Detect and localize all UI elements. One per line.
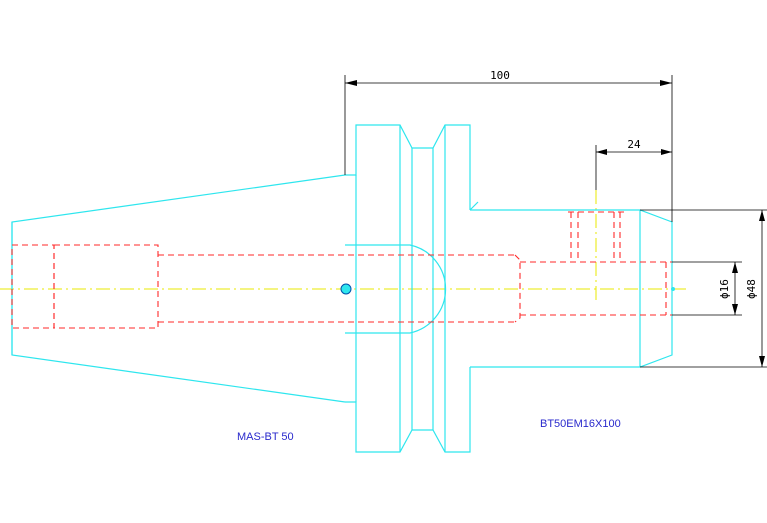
dim-16-arrow-bottom (732, 304, 738, 315)
origin-point-icon (340, 283, 352, 295)
nose-point-icon (671, 287, 675, 291)
dim-24-arrow-left (596, 149, 607, 155)
dim-48-arrow-bottom (759, 356, 765, 367)
dim-48-text: ϕ48 (745, 279, 758, 299)
set-screw-hole-hidden (568, 211, 624, 262)
dim-24-arrow-right (661, 149, 672, 155)
body-step-top (469, 201, 479, 211)
left-part-label: MAS-BT 50 (237, 431, 294, 443)
dim-100-arrow-right (660, 80, 672, 86)
dim-100-arrow-left (345, 80, 357, 86)
dim-16-arrow-top (732, 262, 738, 273)
pull-stud-thread-hidden (53, 244, 159, 329)
drive-key-outline (345, 244, 447, 334)
dim-24-text: 24 (627, 138, 641, 151)
dim-16-text: ϕ16 (718, 279, 731, 299)
pull-stud-bore-hidden (11, 244, 55, 329)
coolant-step-hidden (514, 254, 521, 323)
right-part-label: BT50EM16X100 (540, 418, 621, 430)
dim-100-text: 100 (490, 69, 510, 82)
dim-48-arrow-top (759, 210, 765, 221)
